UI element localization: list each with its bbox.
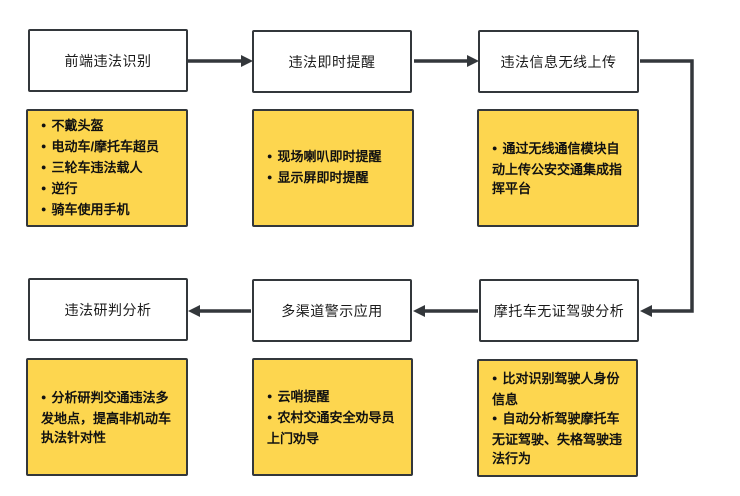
- step-panel-instant-violation-reminder: 现场喇叭即时提醒显示屏即时提醒: [252, 109, 414, 227]
- arrow-right-icon: [467, 55, 479, 67]
- step-title-front-end-violation-recognition: 前端违法识别: [28, 29, 188, 92]
- bullet-item: 通过无线通信模块自动上传公安交通集成指挥平台: [492, 139, 628, 198]
- bullet-item: 自动分析驾驶摩托车无证驾驶、失格驾驶违法行为: [492, 409, 627, 468]
- step-title-label: 多渠道警示应用: [281, 302, 383, 319]
- step-panel-wireless-upload: 通过无线通信模块自动上传公安交通集成指挥平台: [477, 109, 639, 227]
- step-title-instant-violation-reminder: 违法即时提醒: [252, 30, 412, 93]
- arrow-left-icon: [413, 305, 425, 317]
- step-title-wireless-upload: 违法信息无线上传: [478, 30, 639, 93]
- bullet-item: 比对识别驾驶人身份信息: [492, 369, 627, 409]
- step-panel-violation-research-analysis: 分析研判交通违法多发地点，提高非机动车执法针对性: [26, 358, 188, 476]
- arrow-left-icon: [188, 305, 200, 317]
- bullet-item: 分析研判交通违法多发地点，提高非机动车执法针对性: [41, 388, 177, 447]
- step-title-label: 违法信息无线上传: [500, 53, 617, 70]
- arrow-step2-to-step3: [414, 55, 479, 67]
- step-title-violation-research-analysis: 违法研判分析: [28, 278, 188, 341]
- step-title-multi-channel-warning: 多渠道警示应用: [252, 279, 412, 342]
- bullet-item: 三轮车违法载人: [41, 158, 177, 179]
- bullet-item: 逆行: [41, 179, 177, 200]
- bullet-item: 电动车/摩托车超员: [41, 137, 177, 158]
- bullet-item: 云哨提醒: [267, 387, 402, 408]
- step-title-label: 违法即时提醒: [288, 53, 376, 70]
- step-title-unlicensed-driving-analysis: 摩托车无证驾驶分析: [479, 279, 639, 342]
- step-title-label: 摩托车无证驾驶分析: [493, 302, 625, 319]
- bullet-item: 骑车使用手机: [41, 200, 177, 221]
- arrow-right-icon: [241, 55, 253, 67]
- arrow-left-icon: [640, 305, 652, 317]
- arrow-step3-to-step4: [640, 59, 694, 317]
- arrow-step5-to-step6: [188, 305, 251, 317]
- bullet-item: 显示屏即时提醒: [267, 168, 403, 189]
- bullet-item: 现场喇叭即时提醒: [267, 147, 403, 168]
- arrow-step1-to-step2: [188, 55, 253, 67]
- step-panel-multi-channel-warning: 云哨提醒农村交通安全劝导员上门劝导: [252, 358, 413, 476]
- bullet-item: 不戴头盔: [41, 116, 177, 137]
- step-title-label: 违法研判分析: [64, 301, 152, 318]
- bullet-item: 农村交通安全劝导员上门劝导: [267, 408, 402, 448]
- step-panel-unlicensed-driving-analysis: 比对识别驾驶人身份信息自动分析驾驶摩托车无证驾驶、失格驾驶违法行为: [477, 359, 638, 477]
- step-title-label: 前端违法识别: [64, 52, 152, 69]
- step-panel-front-end-violation-recognition: 不戴头盔电动车/摩托车超员三轮车违法载人逆行骑车使用手机: [26, 109, 188, 227]
- arrow-step4-to-step5: [413, 305, 478, 317]
